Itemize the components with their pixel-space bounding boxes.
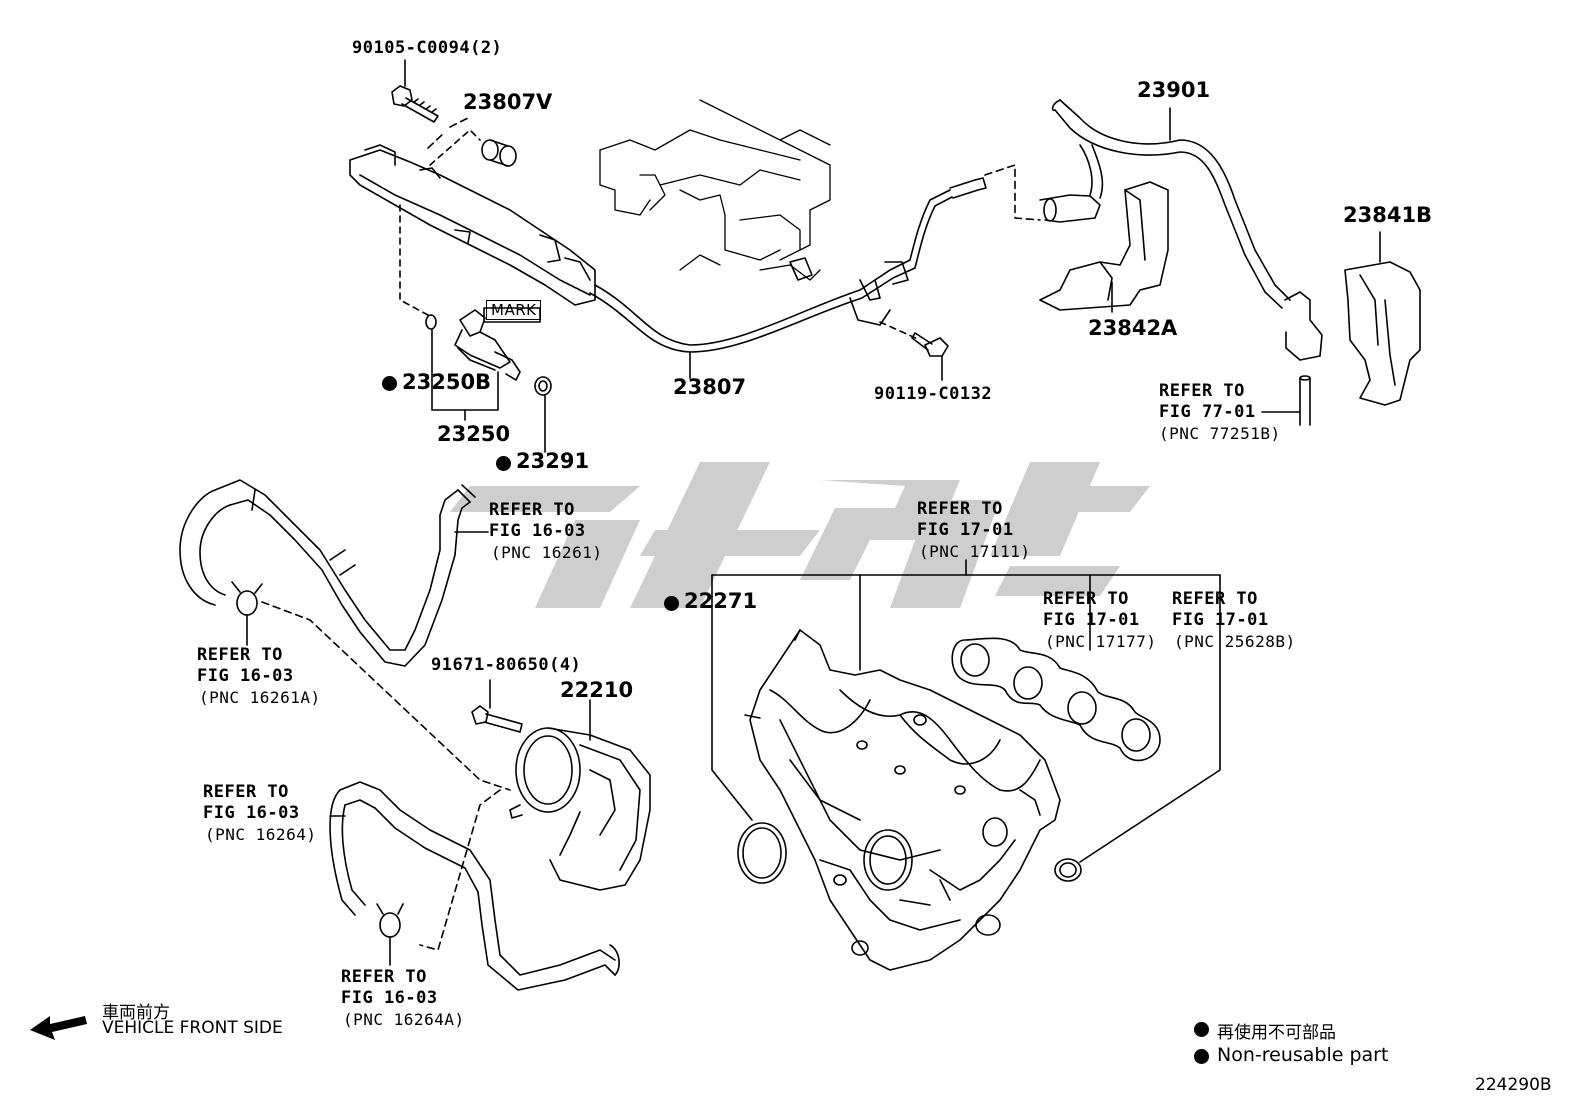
part-23841b: 23841B xyxy=(1343,203,1433,227)
gasket-25628b xyxy=(1054,858,1082,882)
part-90105: 90105-C0094(2) xyxy=(352,38,503,58)
refer-line-2: FIG 16-03 xyxy=(203,803,300,823)
figure-id: 224290B xyxy=(1475,1075,1552,1095)
intake-gasket-17177 xyxy=(951,637,1161,762)
front-arrow-icon xyxy=(30,1016,87,1040)
refer-line-3: (PNC 17111) xyxy=(919,542,1031,561)
mark-label: MARK xyxy=(486,300,542,320)
hose-16264 xyxy=(329,781,620,991)
bolt-91671 xyxy=(471,679,523,733)
refer-line-3: (PNC 16261A) xyxy=(199,688,321,707)
hose-23901 xyxy=(1039,99,1323,361)
bolt-90105 xyxy=(391,59,439,123)
refer-line-1: REFER TO xyxy=(1172,589,1258,609)
legend-en: Non-reusable part xyxy=(1217,1044,1389,1066)
refer-line-1: REFER TO xyxy=(341,967,427,987)
part-90119: 90119-C0132 xyxy=(874,384,993,404)
hose-clamp-16261a xyxy=(231,581,263,646)
part-23250b: 23250B xyxy=(402,370,492,394)
refer-line-3: (PNC 16261) xyxy=(491,543,603,562)
refer-line-1: REFER TO xyxy=(203,782,289,802)
refer-line-3: (PNC 17177) xyxy=(1045,632,1157,651)
refer-line-2: FIG 17-01 xyxy=(1172,610,1269,630)
refer-line-3: (PNC 25628B) xyxy=(1174,632,1296,651)
part-22271: 22271 xyxy=(684,589,758,613)
throttle-body xyxy=(509,699,651,891)
refer-line-1: REFER TO xyxy=(489,500,575,520)
cover-23841b xyxy=(1344,231,1421,406)
fuel-injector xyxy=(425,307,552,396)
bracket-23842a xyxy=(1039,181,1169,313)
refer-line-2: FIG 17-01 xyxy=(917,520,1014,540)
refer-line-3: (PNC 16264A) xyxy=(343,1010,465,1029)
part-23250: 23250 xyxy=(437,422,511,446)
hose-clamp-16264a xyxy=(376,903,404,966)
refer-line-2: FIG 16-03 xyxy=(197,666,294,686)
legend-jp: 再使用不可部品 xyxy=(1217,1023,1336,1043)
refer-line-1: REFER TO xyxy=(1043,589,1129,609)
refer-line-3: (PNC 16264) xyxy=(205,825,317,844)
part-23807: 23807 xyxy=(673,375,747,399)
intake-manifold xyxy=(744,629,1061,971)
hose-16261 xyxy=(179,479,489,667)
refer-line-1: REFER TO xyxy=(1159,381,1245,401)
refer-line-1: REFER TO xyxy=(917,499,1003,519)
refer-line-1: REFER TO xyxy=(197,645,283,665)
part-91671: 91671-80650(4) xyxy=(431,655,582,675)
part-23291: 23291 xyxy=(516,449,590,473)
fuel-pipe-23807 xyxy=(589,177,987,379)
refer-line-2: FIG 16-03 xyxy=(341,988,438,1008)
fuel-rail xyxy=(349,144,596,306)
vehicle-front-en: VEHICLE FRONT SIDE xyxy=(102,1018,283,1038)
watermark-logo xyxy=(450,462,1150,608)
part-23807v: 23807V xyxy=(463,90,553,114)
vehicle-front-jp: 車両前方 xyxy=(102,1003,170,1023)
nonreusable-dot-23250b xyxy=(382,376,397,391)
nonreusable-dot-22271 xyxy=(664,596,679,611)
bolt-90119 xyxy=(911,332,949,381)
engine-block-outline xyxy=(599,99,831,281)
legend-dot-icon xyxy=(1194,1022,1209,1037)
part-23842a: 23842A xyxy=(1088,316,1178,340)
refer-line-2: FIG 16-03 xyxy=(489,521,586,541)
refer-line-2: FIG 77-01 xyxy=(1159,402,1256,422)
spacer-23807v xyxy=(481,139,517,167)
nonreusable-dot-23291 xyxy=(496,456,511,471)
pipe-77-01 xyxy=(1261,375,1311,426)
refer-line-2: FIG 17-01 xyxy=(1043,610,1140,630)
refer-line-3: (PNC 77251B) xyxy=(1159,424,1281,443)
gasket-22271 xyxy=(711,559,1221,884)
legend-dot-icon xyxy=(1194,1049,1209,1064)
part-22210: 22210 xyxy=(560,678,634,702)
part-23901: 23901 xyxy=(1137,78,1211,102)
